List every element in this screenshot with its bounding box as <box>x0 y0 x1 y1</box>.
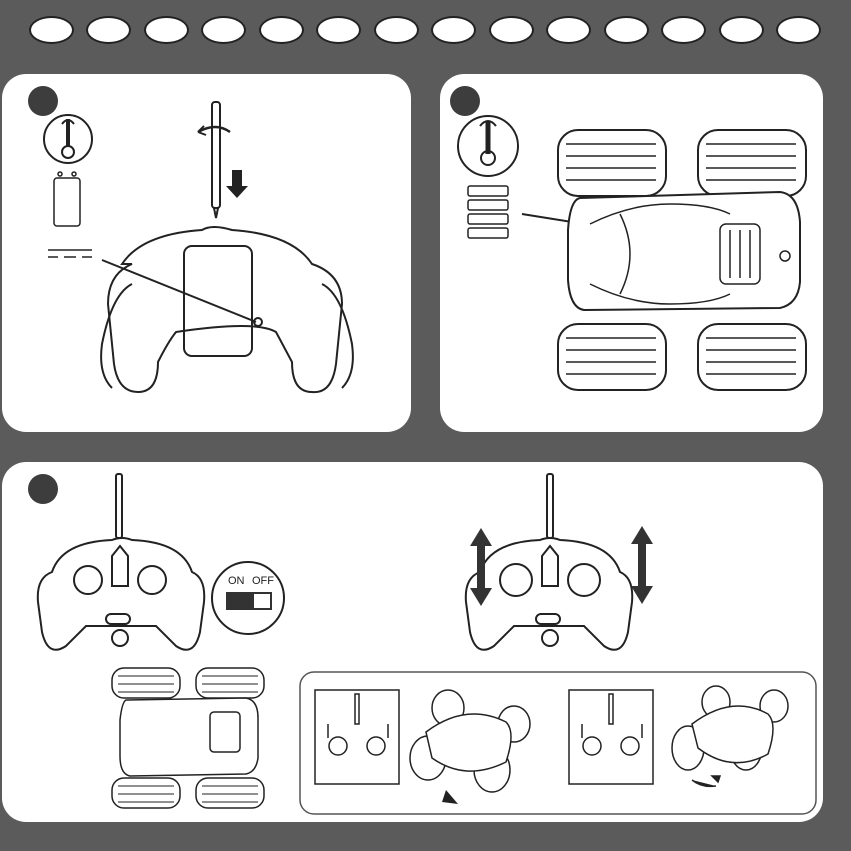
language-oval[interactable] <box>431 16 476 44</box>
car-battery-illustration <box>440 74 823 432</box>
step-1-panel <box>2 74 411 432</box>
remote-front-outline-2 <box>466 474 632 650</box>
battery-9v-icon <box>54 172 80 226</box>
screwdriver-icon <box>458 116 518 176</box>
language-oval[interactable] <box>86 16 131 44</box>
remote-back-outline <box>101 227 353 392</box>
language-oval[interactable] <box>719 16 764 44</box>
language-oval[interactable] <box>29 16 74 44</box>
language-oval[interactable] <box>489 16 534 44</box>
step-3-panel: ON OFF <box>2 462 823 822</box>
screwdriver-icon <box>44 115 92 163</box>
language-oval[interactable] <box>259 16 304 44</box>
remote-mini-2 <box>569 690 653 784</box>
language-oval[interactable] <box>201 16 246 44</box>
language-oval[interactable] <box>316 16 361 44</box>
flip-arrow-icon <box>442 790 458 804</box>
language-oval[interactable] <box>546 16 591 44</box>
language-selector-row <box>0 0 851 60</box>
antenna-icon <box>198 102 230 218</box>
controls-illustration: ON OFF <box>2 462 823 822</box>
dc-symbol-icon <box>48 250 92 257</box>
aa-batteries-icon <box>468 186 508 238</box>
car-spin-icon <box>672 686 788 770</box>
language-oval[interactable] <box>604 16 649 44</box>
language-oval[interactable] <box>661 16 706 44</box>
car-flip-forward-icon <box>410 690 530 792</box>
step-2-panel <box>440 74 823 432</box>
remote-battery-illustration <box>2 74 411 432</box>
car-top-view <box>112 668 264 808</box>
down-arrow-icon <box>226 170 248 198</box>
spin-arrow-icon <box>692 776 720 786</box>
switch-off-label: OFF <box>252 575 274 587</box>
power-switch-icon: ON OFF <box>212 562 284 634</box>
car-body-outline <box>568 192 800 310</box>
switch-on-label: ON <box>228 575 245 587</box>
language-oval[interactable] <box>144 16 189 44</box>
up-down-arrow-icon <box>470 526 653 606</box>
language-oval[interactable] <box>776 16 821 44</box>
language-oval[interactable] <box>374 16 419 44</box>
remote-front-outline <box>38 474 204 650</box>
remote-mini-1 <box>315 690 399 784</box>
